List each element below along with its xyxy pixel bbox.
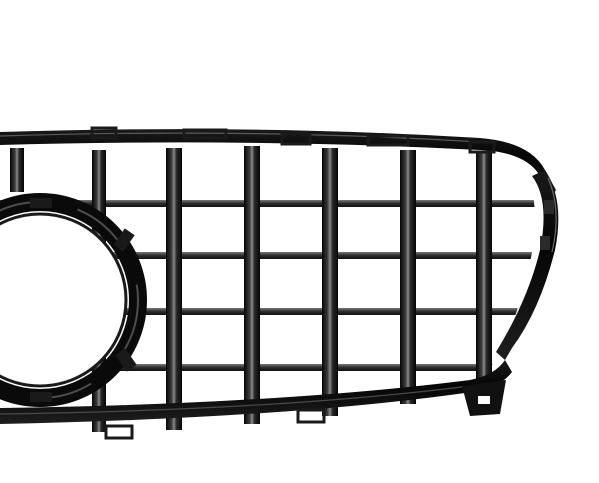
grille-frame — [0, 126, 559, 440]
grille-vertical-bars — [10, 146, 492, 432]
grille-crossbars — [0, 200, 535, 371]
emblem-ring — [0, 193, 147, 407]
